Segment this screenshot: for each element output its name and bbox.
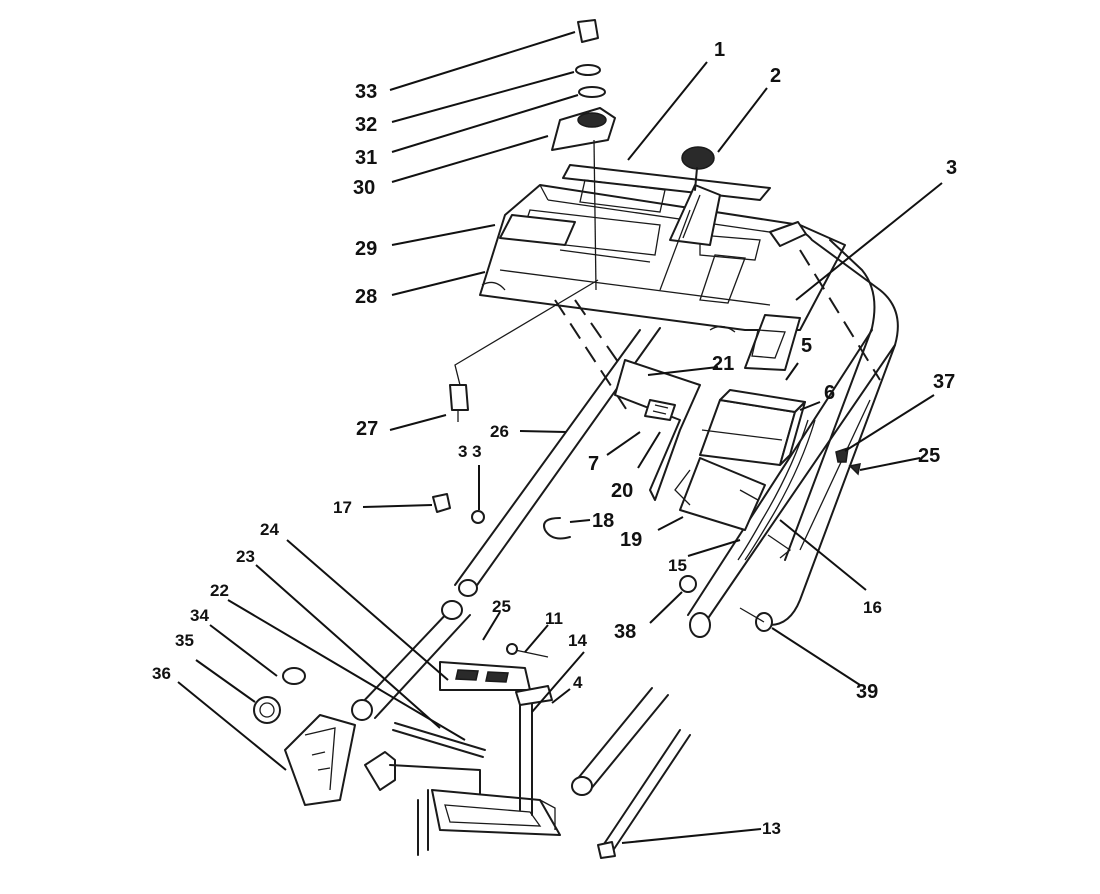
shift-lever <box>659 146 721 291</box>
callout-6: 6 <box>824 382 835 404</box>
wire-harness <box>737 419 816 561</box>
callout-20: 20 <box>611 480 633 502</box>
callout-21: 21 <box>712 353 734 375</box>
callout-15: 15 <box>668 556 687 575</box>
callout-31: 31 <box>355 147 377 169</box>
bolt <box>394 722 486 751</box>
callout-17: 17 <box>333 498 352 517</box>
callout-1: 1 <box>714 39 725 61</box>
callout-38: 38 <box>614 621 636 643</box>
guide-line <box>799 249 881 381</box>
callout-28: 28 <box>355 286 377 308</box>
callout-37: 37 <box>933 371 955 393</box>
callout-11: 11 <box>545 609 563 628</box>
callout-29: 29 <box>355 238 377 260</box>
callout-26: 26 <box>490 422 509 441</box>
callout-16: 16 <box>863 598 882 617</box>
instruction-decal <box>562 164 771 213</box>
callout-14: 14 <box>568 631 587 650</box>
small-hardware <box>253 446 861 724</box>
callout-30: 30 <box>353 177 375 199</box>
panel-decal <box>499 214 576 246</box>
callout-labels: 33 32 31 30 29 28 27 1 2 3 5 6 21 7 20 1… <box>152 39 957 838</box>
cap-assembly <box>551 19 616 291</box>
guide-line <box>554 299 631 416</box>
callout-24: 24 <box>260 520 279 539</box>
mounting-plate <box>439 661 531 691</box>
circuit-board <box>614 359 701 501</box>
callout-32: 32 <box>355 114 377 136</box>
callout-19: 19 <box>620 529 642 551</box>
callout-39: 39 <box>856 681 878 703</box>
callout-13: 13 <box>762 819 781 838</box>
callout-35: 35 <box>175 631 194 650</box>
callout-3: 3 <box>946 157 957 179</box>
lower-tube <box>571 687 691 859</box>
callout-36: 36 <box>152 664 171 683</box>
battery <box>699 389 806 466</box>
callout-25-right: 25 <box>918 445 940 467</box>
callout-2: 2 <box>770 65 781 87</box>
callout-27: 27 <box>356 418 378 440</box>
switch-connector <box>449 279 599 422</box>
callout-4: 4 <box>573 673 583 692</box>
callout-34: 34 <box>190 606 209 625</box>
leader-lines <box>177 31 943 844</box>
callout-5: 5 <box>801 335 812 357</box>
callout-22: 22 <box>210 581 229 600</box>
callout-23: 23 <box>236 547 255 566</box>
control-panel <box>479 184 846 333</box>
callout-25-left: 25 <box>492 597 511 616</box>
lower-frame <box>364 685 561 856</box>
mounting-bracket <box>674 457 766 531</box>
callout-7: 7 <box>588 453 599 475</box>
callout-33-small: 3 3 <box>458 442 482 461</box>
callout-33: 33 <box>355 81 377 103</box>
callout-18: 18 <box>592 510 614 532</box>
handle-frame <box>351 221 899 721</box>
handle-bracket <box>284 714 356 806</box>
